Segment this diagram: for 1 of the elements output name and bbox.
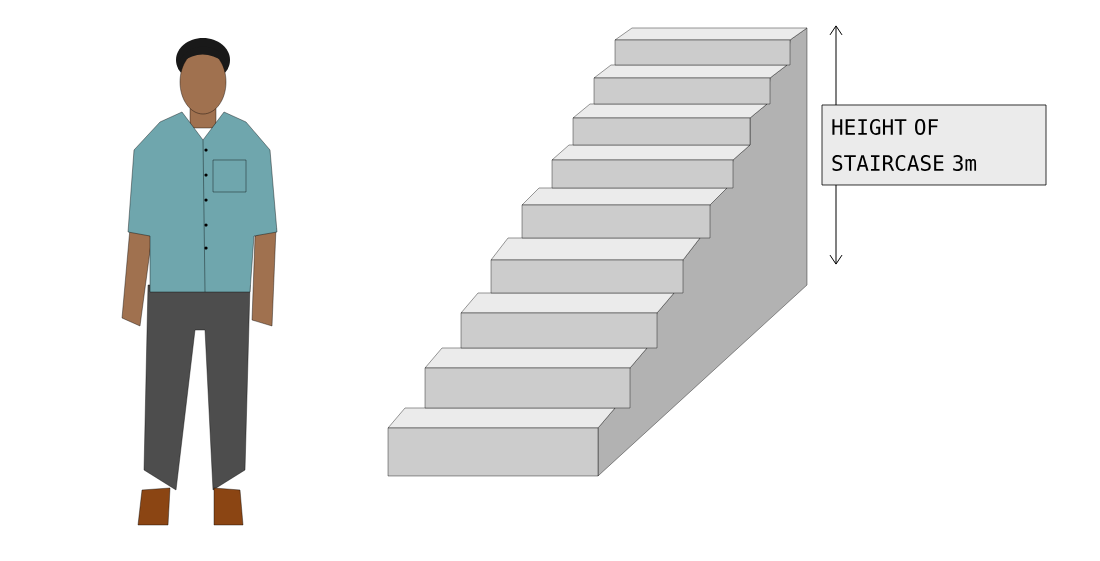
label-box: HEIGHT OF STAIRCASE 3m: [821, 104, 1047, 186]
